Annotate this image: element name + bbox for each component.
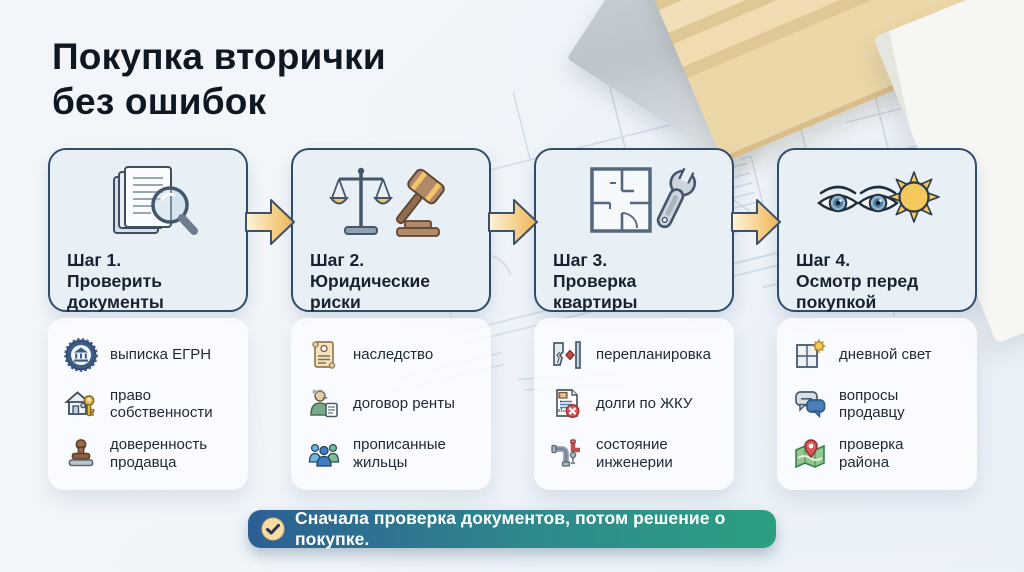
page-title: Покупка вторички без ошибок	[52, 34, 386, 124]
step-column-4: Шаг 4. Осмотр перед покупкой	[777, 148, 977, 490]
step-title: Шаг 1. Проверить документы	[67, 250, 164, 312]
checklist-panel-4: дневной свет вопросы продавцу	[777, 318, 977, 490]
checklist-panel-1: выписка ЕГРН	[48, 318, 248, 490]
checklist-item: право собственности	[62, 385, 248, 423]
checklist-item: доверенность продавца	[62, 435, 248, 473]
checklist-item: проверка района	[791, 435, 977, 473]
house-key-icon	[62, 385, 100, 423]
step-card-2: Шаг 2. Юридические риски наследство	[291, 148, 491, 490]
step-arrow-icon	[486, 194, 540, 250]
wood-plank-photo	[641, 0, 1024, 163]
checklist-item-label: наследство	[353, 345, 434, 363]
pipes-engineering-icon	[548, 435, 586, 473]
replanning-walls-icon	[548, 336, 586, 374]
stamp-icon	[62, 435, 100, 473]
checklist-item-label: прописанные жильцы	[353, 436, 446, 471]
checklist-item-label: дневной свет	[839, 345, 932, 363]
page-title-line2: без ошибок	[52, 81, 267, 123]
step-arrow-icon	[243, 194, 297, 250]
map-pin-icon	[791, 435, 829, 473]
step-title: Шаг 4. Осмотр перед покупкой	[796, 250, 919, 312]
step-card-3: Шаг 3. Проверка квартиры перепланировка	[534, 148, 734, 490]
documents-magnifier-icon	[50, 160, 246, 246]
checklist-item: перепланировка	[548, 336, 734, 374]
checklist-item-label: состояние инженерии	[596, 436, 673, 471]
page-title-line1: Покупка вторички	[52, 36, 386, 77]
checklist-panel-3: перепланировка	[534, 318, 734, 490]
step-card-1: Шаг 1. Проверить документы	[48, 148, 248, 490]
checklist-item-label: договор ренты	[353, 395, 455, 413]
conclusion-banner-text: Сначала проверка документов, потом решен…	[295, 508, 726, 549]
step-column-1: Шаг 1. Проверить документы	[48, 148, 248, 490]
checklist-item: договор ренты	[305, 385, 491, 423]
egrn-seal-icon	[62, 336, 100, 374]
inheritance-scroll-icon	[305, 336, 343, 374]
scales-gavel-icon	[293, 160, 489, 246]
checklist-item-label: доверенность продавца	[110, 436, 208, 471]
checklist-item: состояние инженерии	[548, 435, 734, 473]
checklist-item: дневной свет	[791, 336, 977, 374]
checklist-item-label: перепланировка	[596, 345, 711, 363]
glass-panel-photo	[566, 0, 850, 168]
step-card-4: Шаг 4. Осмотр перед покупкой	[777, 148, 977, 490]
checklist-panel-2: наследство договор	[291, 318, 491, 490]
checklist-item: прописанные жильцы	[305, 435, 491, 473]
window-sunlight-icon	[791, 336, 829, 374]
step-column-2: Шаг 2. Юридические риски наследство	[291, 148, 491, 490]
step-arrow-icon	[729, 194, 783, 250]
checklist-item: наследство	[305, 336, 491, 374]
checklist-item-label: вопросы продавцу	[839, 386, 905, 421]
checklist-item: вопросы продавцу	[791, 385, 977, 423]
chat-bubbles-icon	[791, 385, 829, 423]
checklist-item-label: право собственности	[110, 386, 213, 421]
utility-debt-bill-icon	[548, 385, 586, 423]
checklist-item: долги по ЖКУ	[548, 385, 734, 423]
step-column-3: Шаг 3. Проверка квартиры перепланировка	[534, 148, 734, 490]
registered-tenants-icon	[305, 435, 343, 473]
checklist-item-label: проверка района	[839, 436, 904, 471]
check-circle-icon	[261, 517, 285, 541]
floorplan-wrench-icon	[536, 160, 732, 246]
checklist-item: выписка ЕГРН	[62, 336, 248, 374]
checklist-item-label: долги по ЖКУ	[596, 395, 693, 413]
checklist-item-label: выписка ЕГРН	[110, 345, 212, 363]
rent-contract-icon	[305, 385, 343, 423]
eyes-sun-icon	[779, 160, 975, 246]
step-title: Шаг 2. Юридические риски	[310, 250, 431, 312]
step-title: Шаг 3. Проверка квартиры	[553, 250, 638, 312]
conclusion-banner: Сначала проверка документов, потом решен…	[248, 508, 776, 549]
